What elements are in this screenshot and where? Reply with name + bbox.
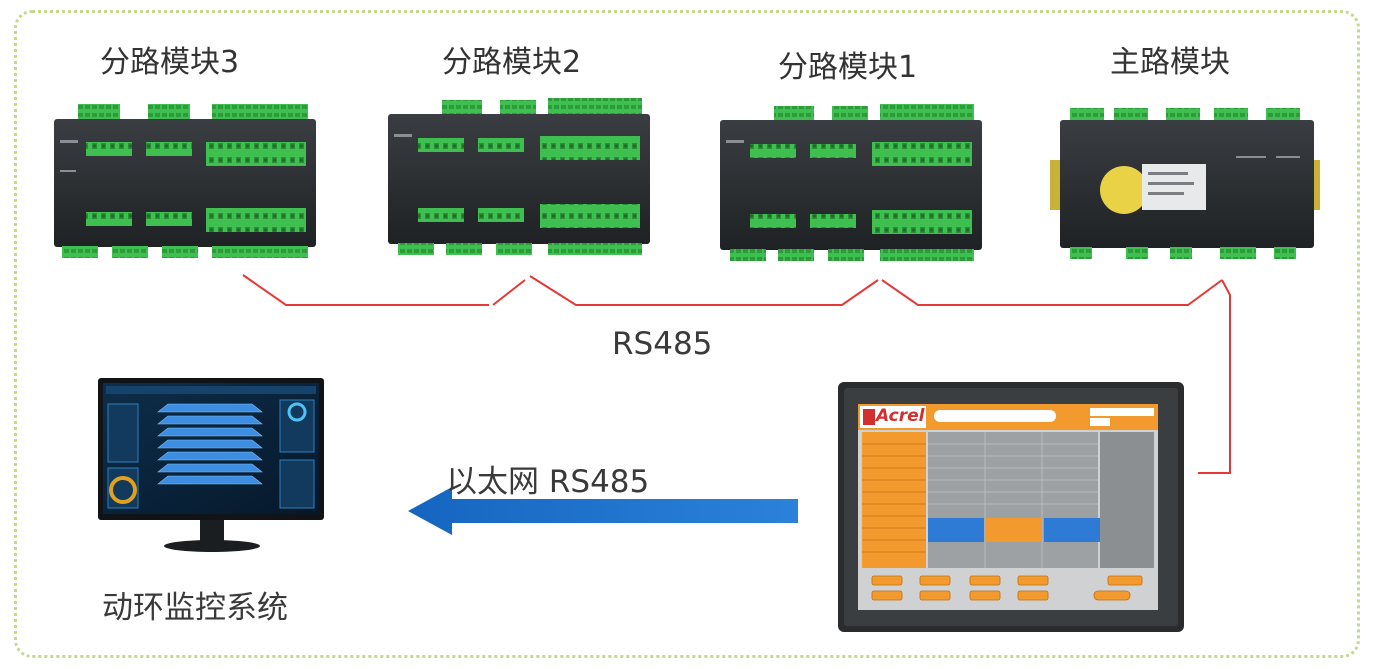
monitoring-system-label: 动环监控系统	[102, 590, 288, 626]
ethernet-rs485-label: 以太网 RS485	[446, 464, 650, 500]
module-label-branch-1: 分路模块1	[778, 50, 918, 85]
main-module	[1050, 108, 1320, 259]
hmi-brand-logo: Acrel	[876, 406, 925, 426]
module-label-branch-2: 分路模块2	[442, 45, 582, 80]
monitor-icon	[98, 378, 324, 552]
rs485-bus-line	[242, 274, 1231, 474]
branch-module-2	[388, 98, 650, 255]
branch-module-1	[720, 104, 982, 261]
rs485-bus-label: RS485	[612, 326, 713, 362]
module-label-main: 主路模块	[1110, 45, 1230, 80]
ethernet-arrow	[408, 487, 798, 535]
dotted-frame	[14, 10, 1360, 658]
hmi-touch-panel	[838, 382, 1184, 632]
module-label-branch-3: 分路模块3	[100, 45, 240, 80]
branch-module-3	[54, 104, 316, 258]
